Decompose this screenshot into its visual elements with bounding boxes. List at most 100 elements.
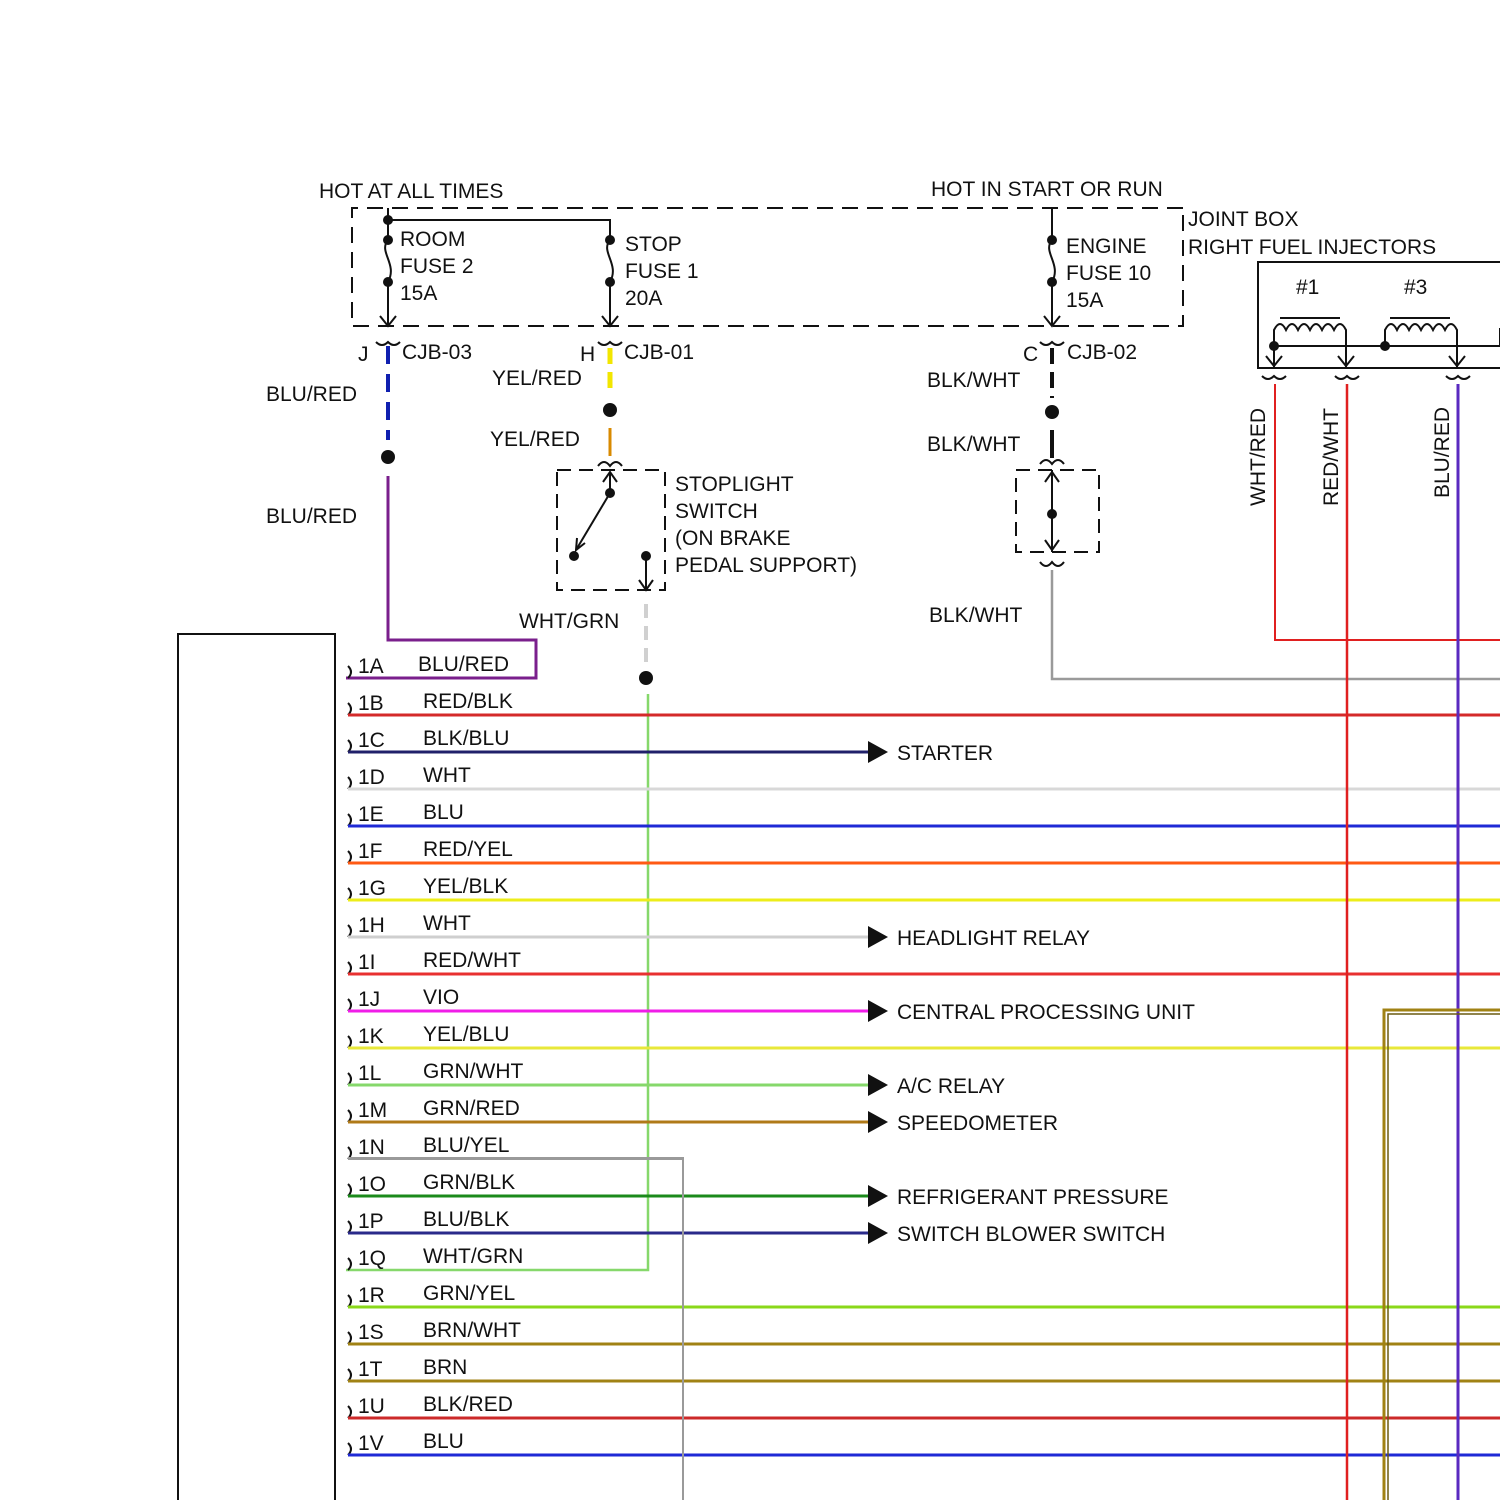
pin-wire-color: BRN/WHT — [423, 1319, 521, 1342]
wire-label: WHT/GRN — [519, 610, 619, 633]
switch-label-line: STOPLIGHT — [675, 473, 794, 496]
pin-wire-color: GRN/WHT — [423, 1060, 523, 1083]
injector-coil-icon — [1274, 318, 1346, 346]
pin-number: 1R — [358, 1284, 385, 1307]
pin-number: 1B — [358, 692, 384, 715]
pin-number: 1M — [358, 1099, 387, 1122]
joint-box-label: JOINT BOX — [1188, 208, 1298, 231]
wire-label: WHT/RED — [1247, 408, 1270, 506]
pin-terminal-icon — [348, 1184, 351, 1196]
pin-terminal-icon — [348, 1221, 351, 1233]
arrow-right-icon — [868, 1000, 888, 1022]
arrow-right-icon — [868, 1111, 888, 1133]
connector-id: CJB-03 — [402, 341, 472, 364]
control-module-body — [178, 634, 335, 1500]
pin-number: 1J — [358, 988, 380, 1011]
destination-label: SPEEDOMETER — [897, 1112, 1058, 1135]
destination-label: STARTER — [897, 742, 993, 765]
pin-number: 1G — [358, 877, 386, 900]
connector-cjb-02: C CJB-02 — [1023, 341, 1137, 366]
wire-blu-red-fuse-feed: BLU/RED BLU/RED — [266, 346, 536, 678]
connector-icon — [1335, 376, 1359, 379]
arrow-right-icon — [868, 1222, 888, 1244]
pin-wire-color: WHT — [423, 764, 471, 787]
pin-number: 1U — [358, 1395, 385, 1418]
pin-wire-color: BLU — [423, 801, 464, 824]
destination-label: SWITCH BLOWER SWITCH — [897, 1223, 1165, 1246]
connector-cjb-01: H CJB-01 — [580, 341, 694, 366]
connector-icon — [1040, 562, 1064, 566]
pin-wire-color: RED/BLK — [423, 690, 513, 713]
arrow-right-icon — [868, 1074, 888, 1096]
pin-terminal-icon — [348, 1443, 351, 1455]
fuse-rating: 15A — [400, 282, 437, 305]
connector-id: CJB-01 — [624, 341, 694, 364]
pin-terminal-icon — [348, 1369, 351, 1381]
pin-terminal-icon — [348, 962, 351, 974]
fuse-stop: STOP FUSE 1 20A — [602, 233, 699, 326]
pin-terminal-icon — [348, 925, 351, 937]
wire-yel-red-stop-feed: YEL/RED YEL/RED — [490, 348, 617, 456]
pin-number: 1S — [358, 1321, 384, 1344]
joint-box: JOINT BOX — [352, 208, 1298, 326]
pin-terminal-icon — [348, 1258, 351, 1270]
fuse-id: FUSE 2 — [400, 255, 474, 278]
connector-pin-row: 1S BRN/WHT — [348, 1319, 1500, 1344]
arrow-right-icon — [868, 1185, 888, 1207]
pin-terminal-icon — [348, 1110, 351, 1122]
wire-blk-wht-engine-feed: BLK/WHT BLK/WHT BLK/WHT — [927, 348, 1059, 627]
inline-connector — [1016, 460, 1099, 566]
pin-number: 1H — [358, 914, 385, 937]
pin-terminal-icon — [348, 703, 351, 715]
pin-terminal-icon — [348, 666, 351, 678]
connector-icon — [1040, 460, 1064, 464]
fuse-room: ROOM FUSE 2 15A — [380, 215, 474, 326]
fuse-icon — [1049, 240, 1055, 282]
pin-number: 1N — [358, 1136, 385, 1159]
connector-icon — [598, 462, 622, 466]
connector-icon — [1262, 376, 1286, 379]
connector-pin-row: 1D WHT — [348, 764, 1500, 789]
connector-icon — [598, 342, 622, 345]
fuse-rating: 15A — [1066, 289, 1103, 312]
pin-wire-color: BLK/BLU — [423, 727, 509, 750]
pin-terminal-icon — [348, 851, 351, 863]
pin-terminal-icon — [348, 814, 351, 826]
injector-label: #3 — [1404, 276, 1427, 299]
pin-wire-color: RED/WHT — [423, 949, 521, 972]
wire-label: BLK/WHT — [929, 604, 1023, 627]
connector-pin: J — [358, 343, 369, 366]
fuse-rating: 20A — [625, 287, 662, 310]
pin-wire-color: YEL/BLU — [423, 1023, 509, 1046]
connector-icon — [1446, 376, 1470, 379]
supply-label-start-run: HOT IN START OR RUN — [931, 178, 1163, 201]
connector-pin: H — [580, 343, 595, 366]
pin-number: 1A — [358, 655, 384, 678]
pin-number: 1O — [358, 1173, 386, 1196]
pin-number: 1C — [358, 729, 385, 752]
fuse-id: FUSE 10 — [1066, 262, 1151, 285]
pin-wire-color: VIO — [423, 986, 459, 1009]
wire-label: YEL/RED — [490, 428, 580, 451]
pin-number: 1E — [358, 803, 384, 826]
connector-pin-row: 1C BLK/BLU STARTER — [348, 727, 993, 765]
pin-terminal-icon — [348, 999, 351, 1011]
pin-terminal-icon — [348, 1295, 351, 1307]
pin-terminal-icon — [348, 1332, 351, 1344]
connector-pin-row: 1IRED/WHT — [348, 949, 1500, 974]
pin-number: 1D — [358, 766, 385, 789]
pin-wire-color: BLU/YEL — [423, 1134, 509, 1157]
joint-box-bus — [388, 208, 1052, 238]
connector-pin-row: 1QWHT/GRN — [348, 1245, 523, 1270]
pin-number: 1T — [358, 1358, 383, 1381]
